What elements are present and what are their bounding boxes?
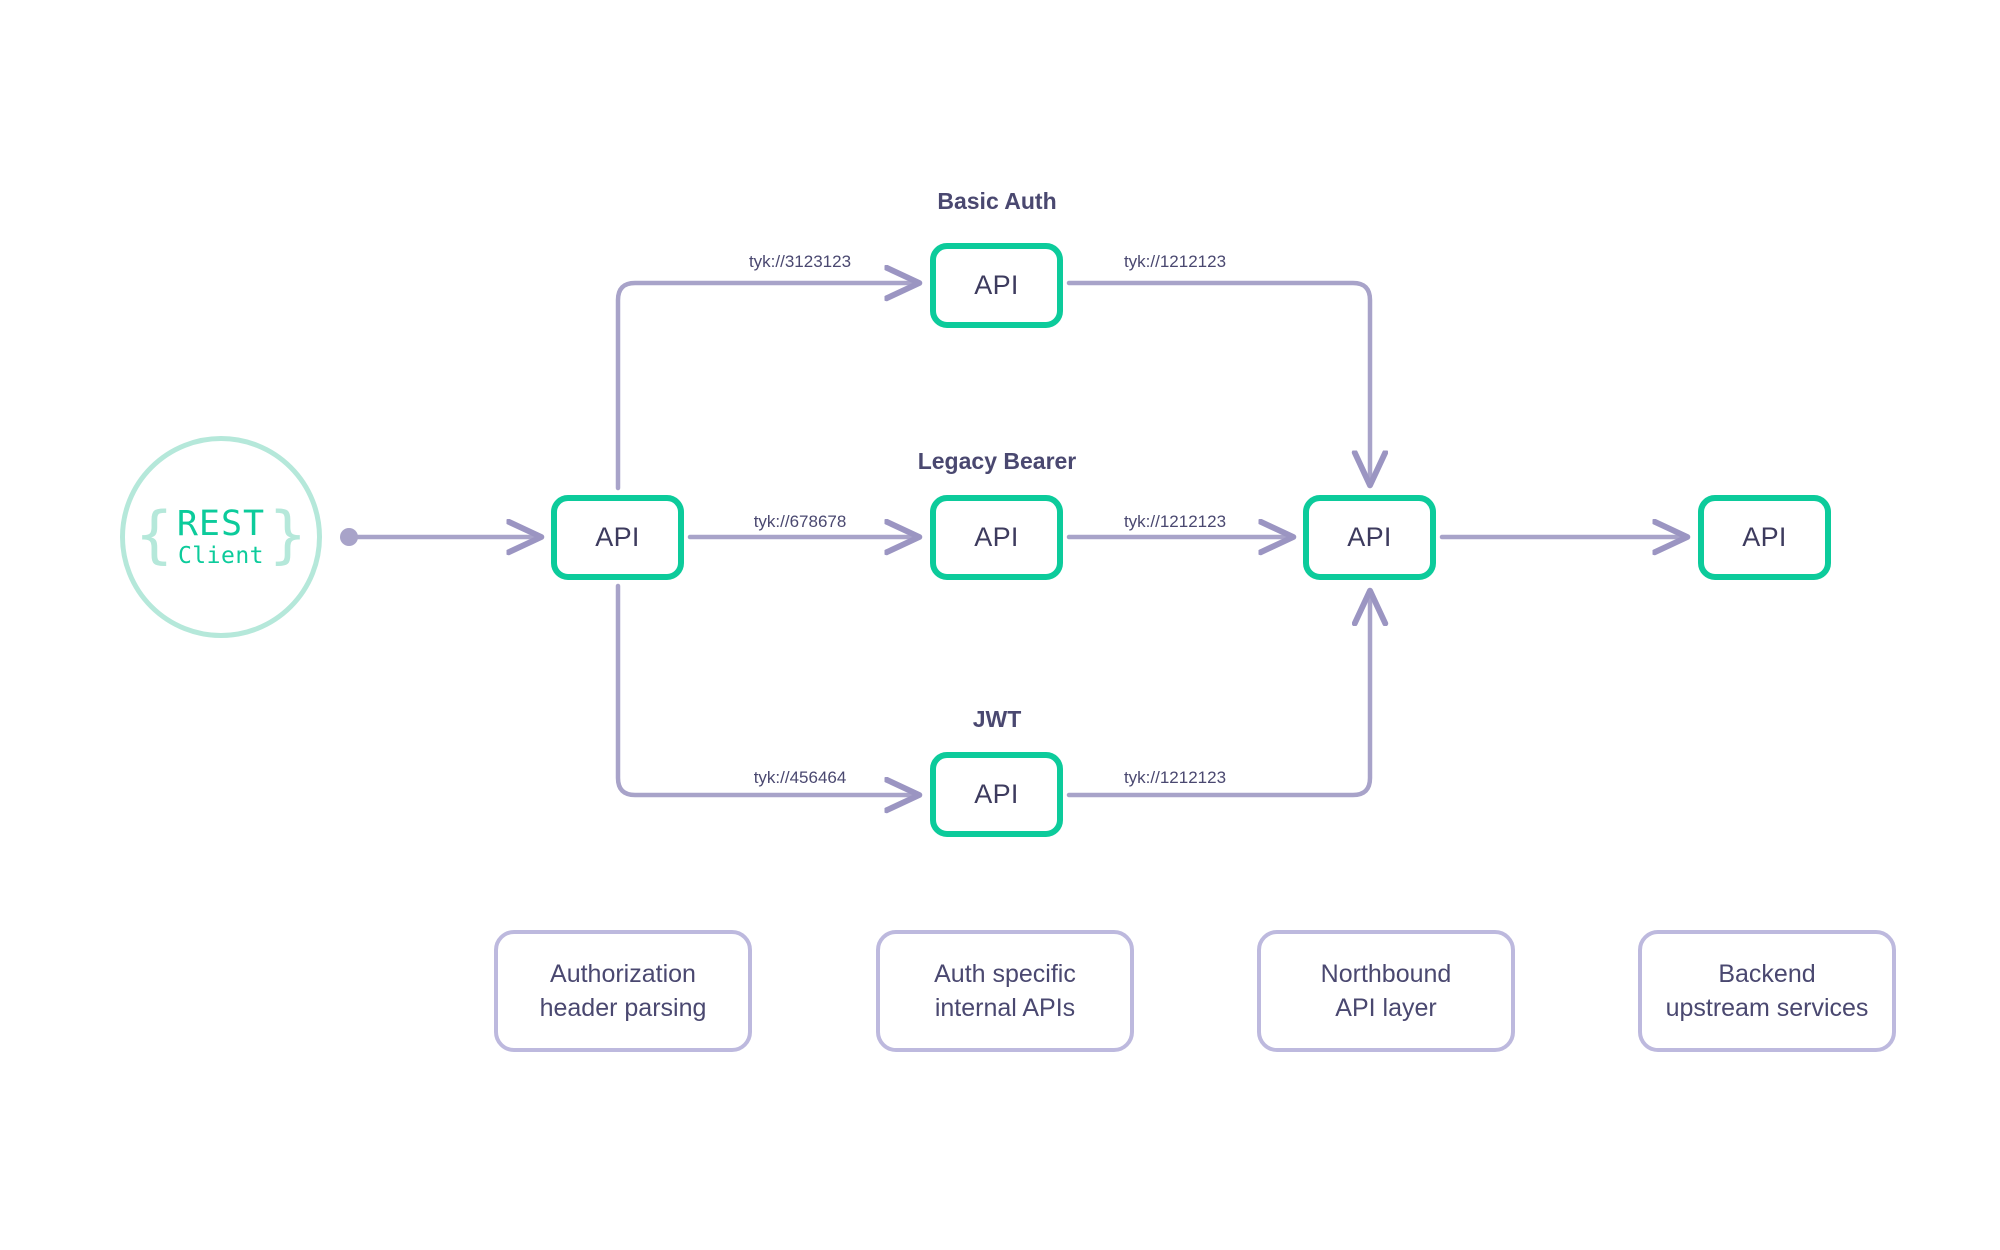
group-title-basic-auth: Basic Auth — [937, 188, 1057, 214]
api-node-label: API — [974, 270, 1019, 300]
api-node-basic-auth[interactable]: API — [930, 243, 1063, 328]
api-node-legacy-bearer[interactable]: API — [930, 495, 1063, 580]
rest-client-node: { REST Client } — [120, 436, 322, 638]
api-node-label: API — [595, 522, 640, 552]
wire-entry-to-jwt — [615, 583, 918, 795]
rest-client-title: REST — [176, 503, 266, 544]
api-node-label: API — [1742, 522, 1787, 552]
caption-box-auth-specific-internal-apis: Auth specific internal APIs — [876, 930, 1134, 1052]
caption-box-authorization-header-parsing: Authorization header parsing — [494, 930, 752, 1052]
caption-box-backend-upstream-services: Backend upstream services — [1638, 930, 1896, 1052]
group-title-jwt: JWT — [972, 706, 1022, 732]
rest-client-labels: REST Client — [176, 503, 266, 570]
api-node-jwt[interactable]: API — [930, 752, 1063, 837]
rest-client-subtitle: Client — [177, 542, 265, 569]
edge-label-basic-auth-to-northbound: tyk://1212123 — [1123, 252, 1227, 271]
brace-left-icon: { — [135, 498, 173, 571]
caption-text: Northbound API layer — [1320, 959, 1452, 1023]
api-node-label: API — [974, 522, 1019, 552]
group-title-legacy-bearer: Legacy Bearer — [917, 448, 1077, 474]
edge-label-entry-to-legacy-bearer: tyk://678678 — [753, 512, 847, 531]
caption-text: Authorization header parsing — [539, 959, 707, 1023]
client-origin-dot — [340, 528, 358, 546]
rest-client-logo: { REST Client } — [135, 498, 307, 571]
api-node-label: API — [1347, 522, 1392, 552]
api-node-backend[interactable]: API — [1698, 495, 1831, 580]
wire-jwt-to-northbound — [1066, 592, 1370, 798]
edge-label-entry-to-basic-auth: tyk://3123123 — [748, 252, 852, 271]
brace-right-icon: } — [269, 498, 307, 571]
edge-label-legacy-bearer-to-northbound: tyk://1212123 — [1123, 512, 1227, 531]
edge-label-entry-to-jwt: tyk://456464 — [753, 768, 847, 787]
caption-text: Backend upstream services — [1665, 959, 1869, 1023]
edge-label-jwt-to-northbound: tyk://1212123 — [1123, 768, 1227, 787]
api-node-entry[interactable]: API — [551, 495, 684, 580]
api-node-northbound[interactable]: API — [1303, 495, 1436, 580]
api-node-label: API — [974, 779, 1019, 809]
caption-box-northbound-api-layer: Northbound API layer — [1257, 930, 1515, 1052]
caption-text: Auth specific internal APIs — [934, 959, 1076, 1023]
